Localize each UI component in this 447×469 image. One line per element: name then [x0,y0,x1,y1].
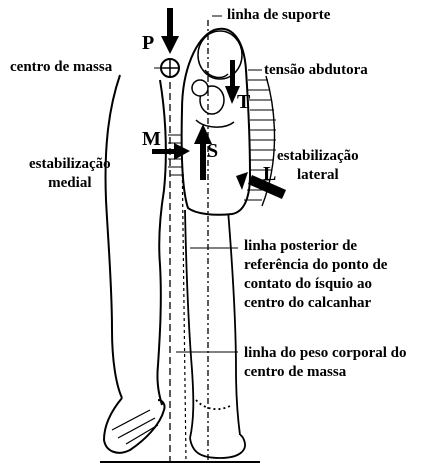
abductor-tension-label: tensão abdutora [264,61,368,80]
force-label-t: T [237,93,250,112]
support-line-label: linha de suporte [227,6,330,25]
body-weight-line-label: linha do peso corporal do centro de mass… [244,344,407,382]
force-label-p: P [142,34,154,53]
lateral-stabilization-label: estabilização lateral [277,147,359,185]
force-label-m: M [142,130,161,149]
posterior-reference-label: linha posterior de referência do ponto d… [244,237,387,313]
prosthetic-socket [182,29,250,215]
medial-stabilization-label: estabilização medial [29,155,111,193]
shoe-details [112,410,158,444]
force-label-l: L [263,165,276,184]
prosthetic-leg-outline [185,210,245,458]
arrow-p-weight [161,8,179,54]
force-label-s: S [207,142,218,161]
center-of-mass-label: centro de massa [10,58,112,77]
pelvis-ilium [198,31,242,79]
femoral-head [192,80,208,96]
